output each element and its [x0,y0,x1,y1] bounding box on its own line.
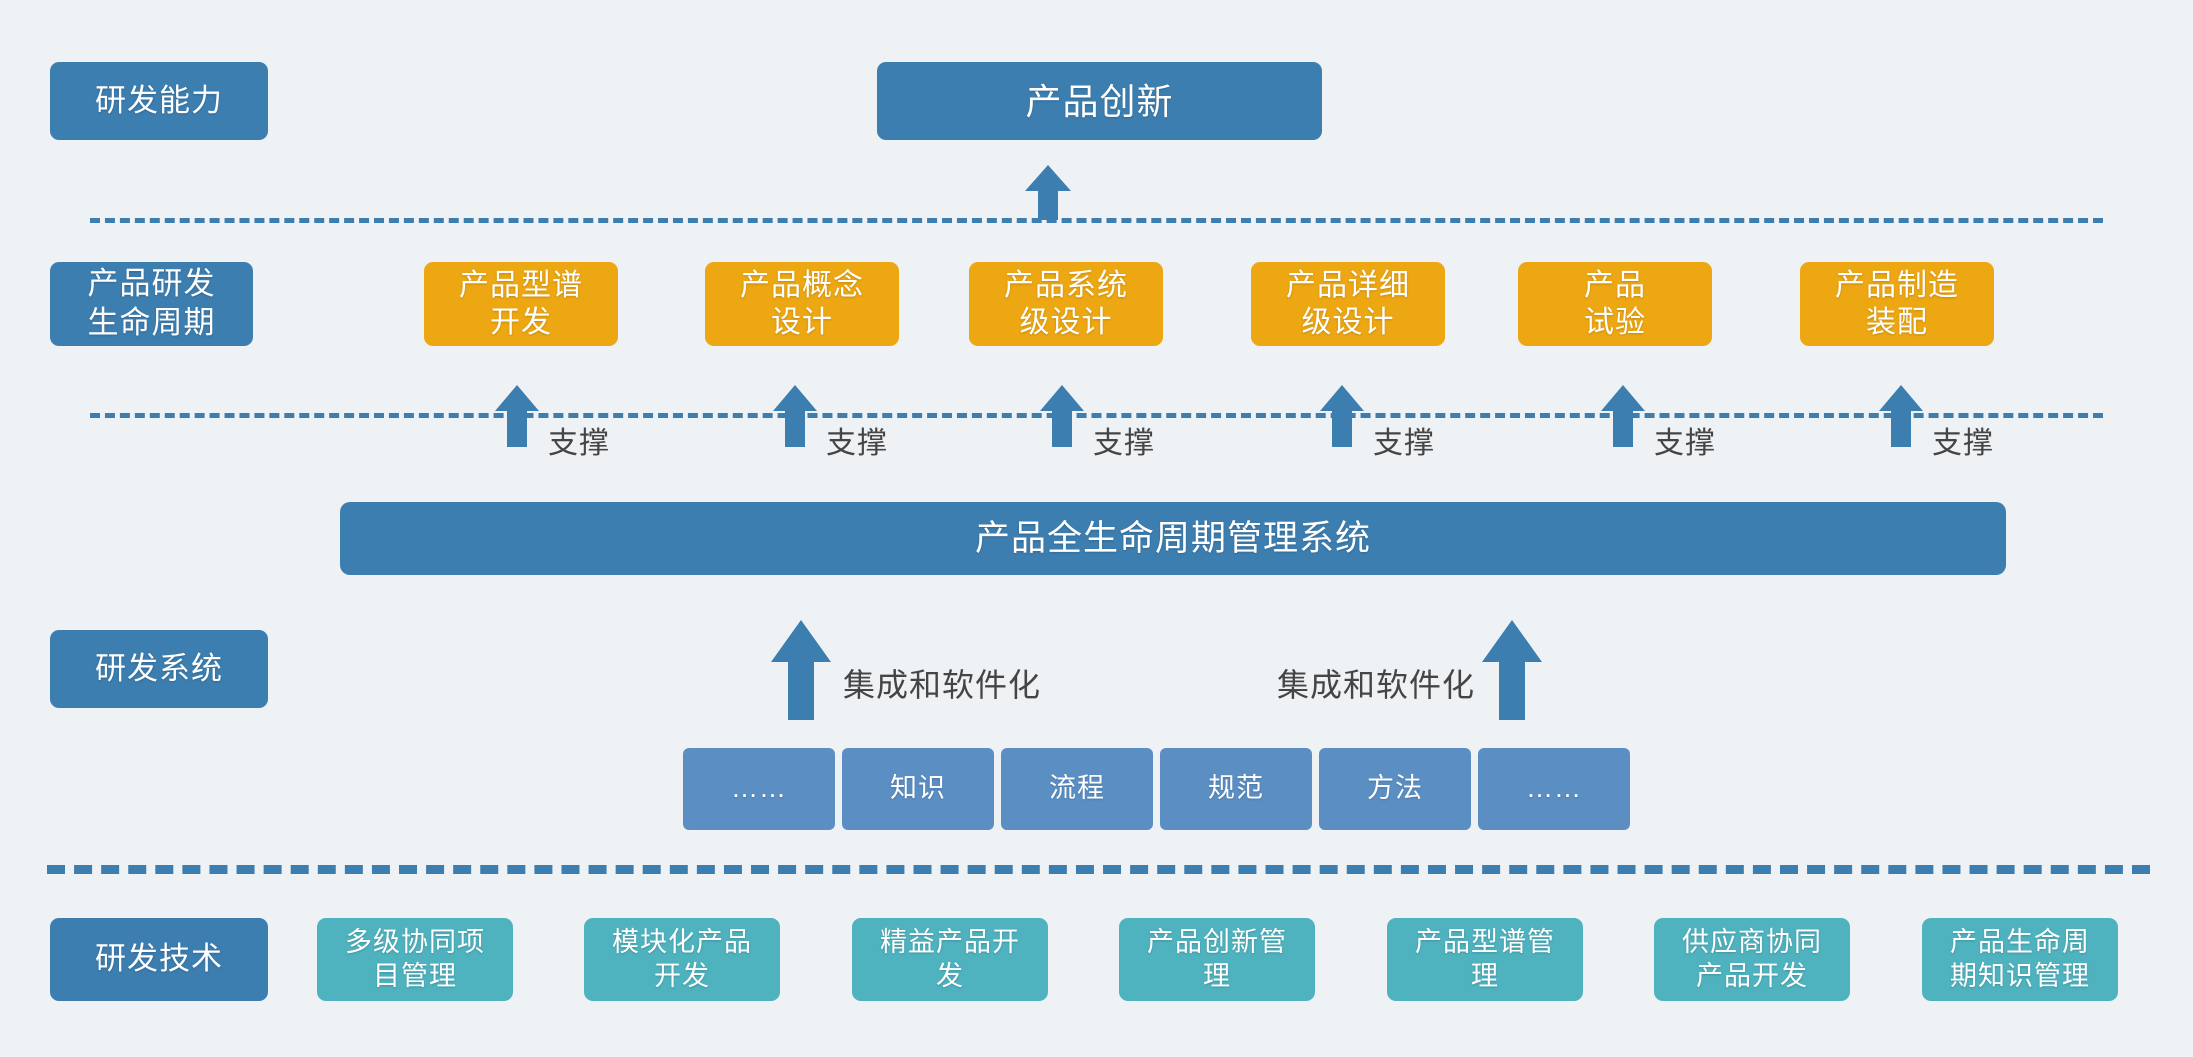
integration-label-right: 集成和软件化 [1277,667,1476,703]
arrow-support-1 [494,385,540,447]
technology-box-6[interactable]: 供应商协同 产品开发 [1654,918,1850,1001]
asset-tile-1[interactable]: …… [683,748,835,830]
asset-tile-6[interactable]: …… [1478,748,1630,830]
plm-system-bar[interactable]: 产品全生命周期管理系统 [340,502,2006,575]
stage-box-1[interactable]: 产品型谱 开发 [424,262,618,346]
arrow-integration-left [770,620,832,720]
stage-box-2[interactable]: 产品概念 设计 [705,262,899,346]
support-label-2: 支撑 [826,427,888,460]
support-label-6: 支撑 [1932,427,1994,460]
row-label-capability[interactable]: 研发能力 [50,62,268,140]
support-label-5: 支撑 [1654,427,1716,460]
arrow-support-4 [1319,385,1365,447]
asset-tile-3[interactable]: 流程 [1001,748,1153,830]
technology-box-4[interactable]: 产品创新管 理 [1119,918,1315,1001]
hero-product-innovation[interactable]: 产品创新 [877,62,1322,140]
technology-box-2[interactable]: 模块化产品 开发 [584,918,780,1001]
asset-tile-4[interactable]: 规范 [1160,748,1312,830]
row-label-technology[interactable]: 研发技术 [50,918,268,1001]
technology-box-1[interactable]: 多级协同项 目管理 [317,918,513,1001]
support-label-1: 支撑 [548,427,610,460]
arrow-support-6 [1878,385,1924,447]
stage-box-4[interactable]: 产品详细 级设计 [1251,262,1445,346]
asset-tile-5[interactable]: 方法 [1319,748,1471,830]
arrow-up-to-product-innovation [1024,165,1072,220]
stage-box-5[interactable]: 产品 试验 [1518,262,1712,346]
row-label-lifecycle[interactable]: 产品研发 生命周期 [50,262,253,346]
arrow-support-2 [772,385,818,447]
divider-dashed-bottom [47,865,2150,874]
technology-box-3[interactable]: 精益产品开 发 [852,918,1048,1001]
integration-label-left: 集成和软件化 [843,667,1042,703]
support-label-3: 支撑 [1093,427,1155,460]
technology-box-5[interactable]: 产品型谱管 理 [1387,918,1583,1001]
divider-dashed-middle [90,413,2103,418]
asset-tile-2[interactable]: 知识 [842,748,994,830]
divider-dashed-top [90,218,2103,223]
arrow-support-3 [1039,385,1085,447]
stage-box-3[interactable]: 产品系统 级设计 [969,262,1163,346]
arrow-support-5 [1600,385,1646,447]
stage-box-6[interactable]: 产品制造 装配 [1800,262,1994,346]
technology-box-7[interactable]: 产品生命周 期知识管理 [1922,918,2118,1001]
arrow-integration-right [1481,620,1543,720]
support-label-4: 支撑 [1373,427,1435,460]
row-label-system[interactable]: 研发系统 [50,630,268,708]
